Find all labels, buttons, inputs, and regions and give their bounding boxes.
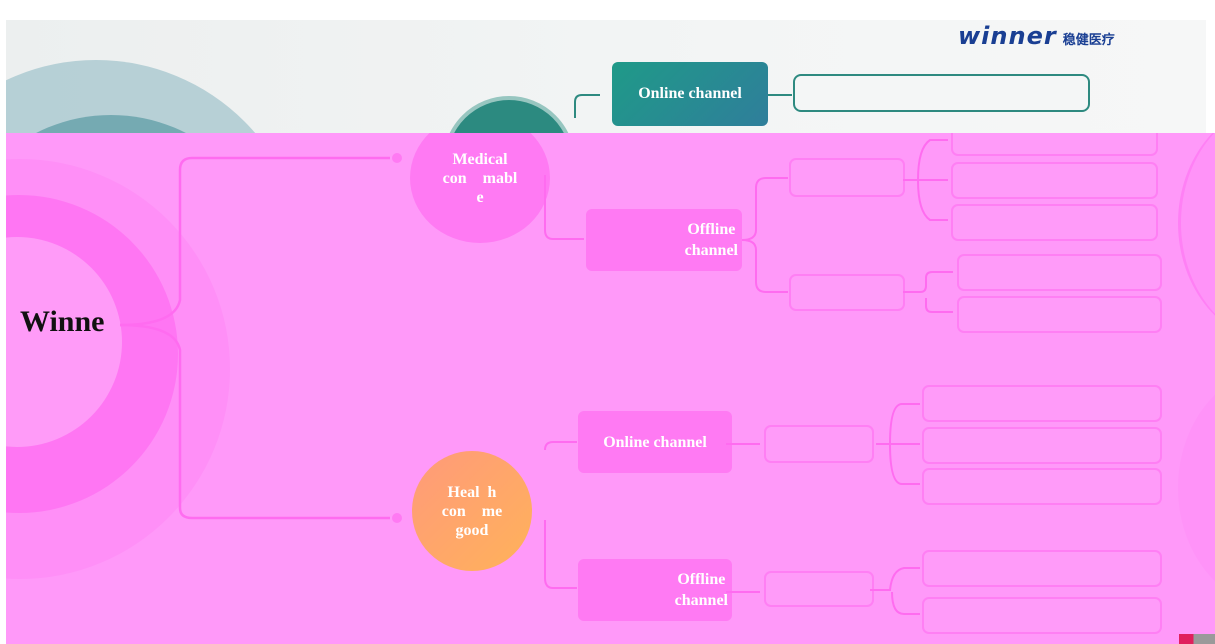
leaf-box (922, 427, 1162, 464)
branch-medical-label: Medical con mabl e (442, 150, 518, 206)
sub-node-box (764, 425, 874, 463)
branch-health-consumer-goods: Heal h con me good (412, 451, 532, 571)
leaf-box-top (793, 74, 1090, 112)
masked-content-area: Medical con mabl e Heal h con me good Of… (6, 133, 1215, 644)
leaf-box (951, 204, 1158, 241)
node-offline-top-label: Offline channel (684, 221, 738, 259)
sub-node-box (789, 274, 905, 311)
logo-wordmark: winner (958, 22, 1057, 50)
leaf-box (922, 385, 1162, 422)
leaf-box (957, 254, 1162, 291)
branch-medical-consumable: Medical con mabl e (410, 133, 550, 243)
branch-health-label: Heal h con me good (441, 483, 503, 539)
leaf-box (957, 296, 1162, 333)
node-offline-bottom-label: Offline channel (674, 571, 728, 609)
decor-ring-right-top (1178, 133, 1215, 343)
node-offline-channel-top: Offline channel (586, 209, 742, 271)
node-online-channel-top: Online channel (612, 62, 768, 126)
leaf-box (951, 133, 1158, 156)
leaf-box (922, 468, 1162, 505)
node-online-bottom-label: Online channel (603, 433, 707, 451)
decor-bubble-teal (443, 96, 575, 133)
sub-node-box (764, 571, 874, 607)
node-offline-channel-bottom: Offline channel (578, 559, 732, 621)
brand-logo: winner 稳健医疗 (958, 22, 1115, 50)
root-node-label: Winne (20, 305, 105, 338)
sub-node-box (789, 158, 905, 197)
leaf-box (922, 597, 1162, 634)
corner-indicator (1179, 634, 1215, 644)
logo-cn-text: 稳健医疗 (1062, 33, 1115, 48)
leaf-box (951, 162, 1158, 199)
leaf-box (922, 550, 1162, 587)
node-online-channel-bottom: Online channel (578, 411, 732, 473)
decor-ring-right-bottom (1178, 368, 1215, 608)
